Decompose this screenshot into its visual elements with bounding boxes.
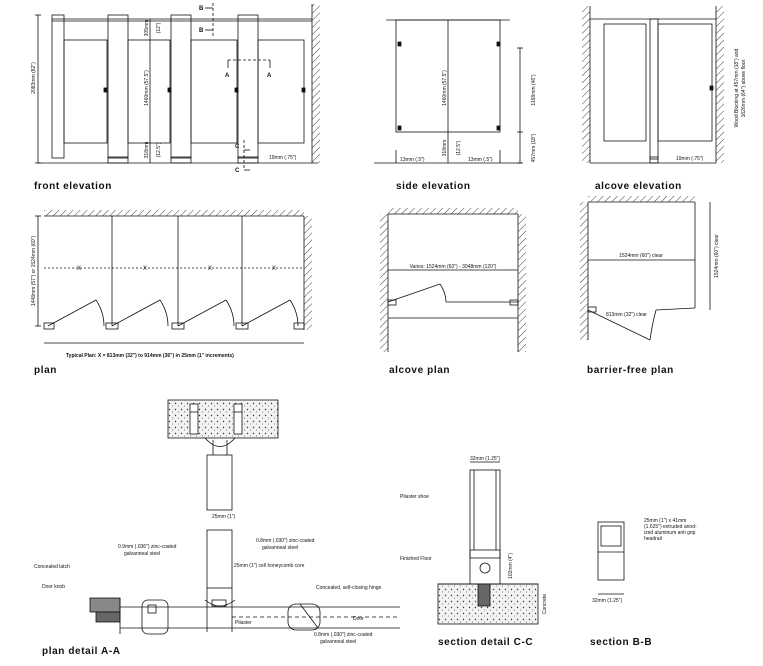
front-mark-c-top: C [235, 144, 240, 150]
alcove-plan-title: alcove plan [389, 365, 451, 376]
side-1460-dim: 1460mm (57.5") [442, 70, 448, 106]
plan-x-label-4: X [272, 266, 276, 272]
barrier-free-depth-dim: 1524mm (60") clear [714, 234, 720, 278]
alcove-plan-drawing [380, 208, 526, 352]
section-cc-floor-note: Finished Floor [400, 556, 432, 562]
section-bb-headrail-note-4: headrail [644, 536, 662, 542]
detail-honeycomb-note: 25mm (1") cell honeycomb core [234, 563, 305, 569]
side-1168-dim: 1168mm (46") [531, 74, 537, 105]
side-elevation-title: side elevation [396, 181, 471, 192]
front-mark-b-bottom: B [199, 28, 204, 34]
front-19-dim: 19mm (.75") [269, 155, 297, 161]
section-cc-102-dim: 102mm (4") [508, 553, 514, 579]
plan-detail-drawing [89, 399, 400, 635]
plan-x-label-2: X [143, 266, 147, 272]
detail-25-dim: 25mm (1") [212, 514, 236, 520]
barrier-free-plan-title: barrier-free plan [587, 365, 674, 376]
alcove-elevation-title: alcove elevation [595, 181, 682, 192]
section-bb-headrail-note-3: ized aluminum anti grip [644, 530, 696, 536]
plan-typical-note: Typical Plan: X = 813mm (32") to 914mm (… [66, 353, 234, 359]
plan-x-label-1: X [77, 266, 81, 272]
barrier-free-width-dim: 1524mm (60") clear [619, 253, 663, 259]
barrier-free-plan-drawing [580, 196, 711, 341]
front-mark-b-top: B [199, 6, 204, 12]
plan-depth-dim: 1448mm (57") or 1524mm (60") [31, 236, 37, 307]
side-125-dim: (12.5") [456, 140, 462, 155]
section-bb-headrail-note: 25mm (1") x 41mm [644, 518, 686, 524]
detail-pilaster-note: Pilaster [235, 620, 252, 626]
alcove-19-dim: 19mm (.75") [676, 156, 704, 162]
side-318-dim: 318mm [442, 140, 448, 157]
detail-latch-note: Concealed latch [34, 564, 70, 570]
front-elevation-title: front elevation [34, 181, 112, 192]
detail-steel-08-note-4: galvanneal steel [320, 639, 356, 645]
front-mark-a-right: A [267, 73, 272, 79]
alcove-plan-varies-dim: Varies: 1524mm (60") - 3048mm (120") [410, 264, 497, 270]
alcove-wood-blocking-note: Wood Blocking at 457mm (18") and [734, 48, 740, 127]
front-elevation-drawing [35, 3, 320, 171]
section-cc-concrete-note: Concrete [542, 594, 548, 615]
section-cc-32-dim: 32mm (1.25") [470, 456, 500, 462]
side-13-dim-right: 13mm (.5") [468, 157, 493, 163]
detail-steel-08-note: 0.8mm (.030") zinc-coated [256, 538, 315, 544]
section-cc-drawing [437, 461, 539, 625]
alcove-wood-blocking-note-2: 1626mm (64") above floor. [741, 59, 747, 118]
front-305-dim: 305mm [144, 20, 150, 37]
section-bb-32-dim: 32mm (1.25") [592, 598, 622, 604]
detail-steel-09-note-2: galvanneal steel [124, 551, 160, 557]
front-height-dim: 2083mm (82") [31, 62, 37, 94]
section-bb-drawing [597, 521, 625, 595]
section-bb-title: section B-B [590, 637, 653, 648]
barrier-free-door-dim: 813mm (32") clear [606, 312, 647, 318]
alcove-elevation-drawing [582, 6, 724, 164]
side-elevation-drawing [374, 19, 523, 164]
detail-steel-08-note-3: 0.8mm (.030") zinc-coated [314, 632, 373, 638]
detail-knob-note: Door knob [42, 584, 65, 590]
section-cc-title: section detail C-C [438, 637, 534, 648]
side-457-dim: 457mm (18") [531, 133, 537, 162]
front-125-dim: (12.5") [156, 142, 162, 157]
side-13-dim-left: 13mm (.5") [400, 157, 425, 163]
front-12-dim: (12") [156, 22, 162, 33]
plan-detail-title: plan detail A-A [42, 646, 121, 657]
detail-steel-09-note: 0.9mm (.036") zinc-coated [118, 544, 177, 550]
section-bb-headrail-note-2: (1.625") extruded anod- [644, 524, 697, 530]
front-mark-c-bottom: C [235, 168, 240, 174]
front-mark-a-left: A [225, 73, 230, 79]
front-1460-dim: 1460mm (57.5") [144, 70, 150, 106]
detail-door-note: Door [353, 616, 364, 622]
detail-steel-08-note-2: galvanneal steel [262, 545, 298, 551]
section-cc-shoe-note: Pilaster shoe [400, 494, 429, 500]
front-318-dim: 318mm [144, 142, 150, 159]
plan-x-label-3: X [208, 266, 212, 272]
plan-title: plan [34, 365, 57, 376]
plan-drawing [35, 210, 312, 344]
detail-hinge-note: Concealed, self-closing hinge [316, 585, 382, 591]
